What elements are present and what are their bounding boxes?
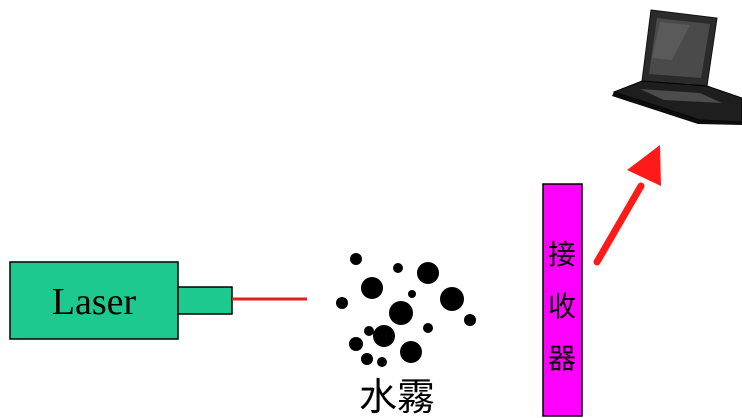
laptop-icon (612, 9, 742, 125)
mist-droplet (417, 262, 439, 284)
receiver-char-3: 器 (548, 342, 576, 375)
mist-droplet (350, 253, 362, 265)
laptop-front-edge (612, 92, 742, 125)
laser-nozzle (177, 286, 233, 315)
mist-droplet (377, 357, 387, 367)
receiver-char-2: 收 (548, 290, 576, 323)
receiver: 接 收 器 (542, 183, 583, 417)
mist-droplet (349, 337, 363, 351)
mist-droplet (440, 287, 464, 311)
mist-droplet (423, 323, 433, 333)
mist-droplet (389, 301, 413, 325)
mist-droplet (364, 326, 374, 336)
laptop-keyboard (640, 89, 722, 103)
receiver-char-1: 接 (548, 238, 576, 271)
mist-label: 水霧 (359, 375, 435, 418)
receiver-bar (542, 183, 583, 417)
mist-droplet (464, 314, 476, 326)
mist-droplet (336, 297, 348, 309)
mist-droplet (361, 277, 383, 299)
arrow-head-icon (627, 145, 661, 186)
laser-label: Laser (52, 281, 137, 323)
signal-arrow (593, 145, 661, 266)
arrow-shaft (593, 182, 645, 266)
laptop-screen-glare (652, 22, 690, 60)
laser-body (9, 261, 179, 340)
mist-droplet (373, 325, 395, 347)
mist-droplet (408, 290, 416, 298)
water-mist (336, 253, 476, 367)
mist-droplet (400, 341, 422, 363)
laser-device: Laser (9, 261, 233, 340)
mist-droplet (393, 263, 403, 273)
mist-droplet (361, 353, 373, 365)
